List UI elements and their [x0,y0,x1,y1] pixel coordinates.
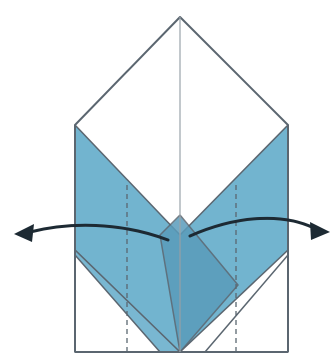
unfold-arrowhead-left [14,224,34,242]
unfold-arrowhead-right [310,222,330,240]
